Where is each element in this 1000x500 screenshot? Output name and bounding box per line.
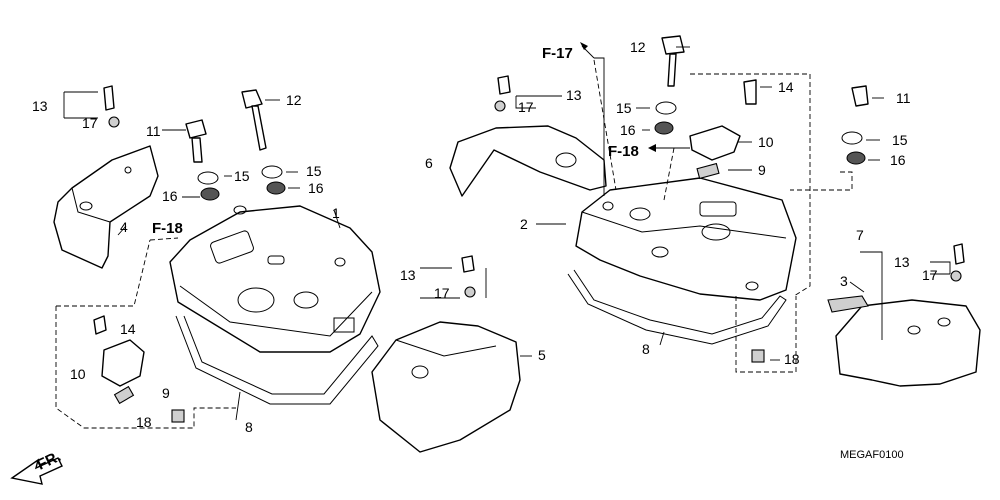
callout-17-far: 17 xyxy=(922,267,938,283)
callout-13-top: 13 xyxy=(566,87,582,103)
callout-14-left: 14 xyxy=(120,321,136,337)
left-cylinder-head-cover xyxy=(169,205,381,353)
right-side-cover xyxy=(835,299,981,387)
callout-15-left: 15 xyxy=(234,168,250,184)
callout-15-mid: 15 xyxy=(306,163,322,179)
callout-18-right: 18 xyxy=(784,351,800,367)
callout-11-right: 11 xyxy=(896,90,911,106)
callout-15-far: 15 xyxy=(892,132,908,148)
callout-12-left: 12 xyxy=(286,92,302,108)
callout-2: 2 xyxy=(520,216,528,232)
callout-16-left: 16 xyxy=(162,188,178,204)
callout-labels: 13 17 4 11 12 15 15 16 16 1 F-18 14 10 9… xyxy=(32,39,938,435)
callout-11-left: 11 xyxy=(146,123,161,139)
ref-f18-left: F-18 xyxy=(152,220,183,237)
callout-9-right: 9 xyxy=(758,162,766,178)
callout-13-left: 13 xyxy=(32,98,48,114)
callout-12-right: 12 xyxy=(630,39,646,55)
callout-10-left: 10 xyxy=(70,366,86,382)
callout-17-mid: 17 xyxy=(434,285,450,301)
front-direction-arrow-icon: FR. xyxy=(10,448,64,485)
leader-lines xyxy=(63,46,951,421)
callout-9-left: 9 xyxy=(162,385,170,401)
callout-18-left: 18 xyxy=(136,414,152,430)
left-fasteners xyxy=(93,85,476,423)
callout-13-far: 13 xyxy=(894,254,910,270)
callout-8-left: 8 xyxy=(245,419,253,435)
callout-17-top: 17 xyxy=(518,99,534,115)
callout-6: 6 xyxy=(425,155,433,171)
right-sensor-assembly xyxy=(689,125,869,313)
callout-7: 7 xyxy=(856,227,864,243)
diagram-code: MEGAF0100 xyxy=(840,449,904,461)
callout-4: 4 xyxy=(120,219,128,235)
callout-8-right: 8 xyxy=(642,341,650,357)
left-cover-front-plate xyxy=(371,321,521,453)
ref-f18-right: F-18 xyxy=(608,143,639,160)
right-top-plate xyxy=(449,125,607,197)
right-fasteners xyxy=(494,35,965,363)
callout-15-right: 15 xyxy=(616,100,632,116)
callout-1: 1 xyxy=(332,205,340,221)
left-sensor-assembly xyxy=(101,339,145,405)
left-side-cover xyxy=(53,145,159,269)
callout-17-left: 17 xyxy=(82,115,98,131)
callout-16-mid: 16 xyxy=(308,180,324,196)
callout-5: 5 xyxy=(538,347,546,363)
callout-14-right: 14 xyxy=(778,79,794,95)
right-cover-gasket xyxy=(567,269,787,345)
callout-3: 3 xyxy=(840,273,848,289)
right-cylinder-head-cover xyxy=(575,177,797,301)
callout-16-right: 16 xyxy=(620,122,636,138)
direction-label: FR. xyxy=(35,448,64,474)
callout-16-far: 16 xyxy=(890,152,906,168)
callout-13-mid: 13 xyxy=(400,267,416,283)
callout-10-right: 10 xyxy=(758,134,774,150)
ref-f17: F-17 xyxy=(542,45,573,62)
ref-arrows xyxy=(580,42,690,152)
left-cover-gasket xyxy=(175,315,379,405)
dashed-group-outlines xyxy=(55,59,853,429)
